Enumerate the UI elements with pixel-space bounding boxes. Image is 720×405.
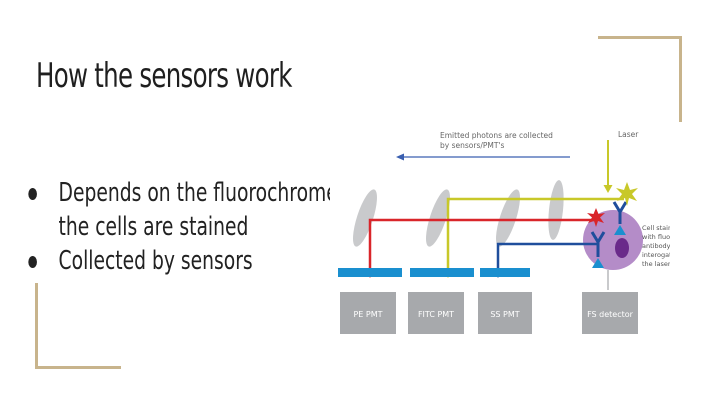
- bullet-item: Collected by sensors: [24, 244, 326, 278]
- pe-filter: [338, 268, 402, 277]
- ss-pmt-detector: [478, 292, 532, 334]
- antibody-icon: [612, 201, 628, 224]
- cell-label-line: with fluorescent: [642, 233, 670, 241]
- cell-label-line: Cell stained: [642, 224, 670, 232]
- decorative-corner-top-right: [598, 36, 682, 122]
- flow-cytometry-diagram: Emitted photons are collected by sensors…: [330, 120, 670, 345]
- pe-emission-path: [368, 218, 596, 271]
- fitc-pmt-label: FITC PMT: [418, 310, 454, 319]
- emitted-photons-label-2: by sensors/PMT's: [440, 141, 505, 150]
- cell-label-line: the laser.: [642, 260, 670, 268]
- ss-filter: [480, 268, 530, 277]
- ss-pmt-label: SS PMT: [490, 310, 519, 319]
- fitc-filter: [410, 268, 474, 277]
- bullet-line: the cells are stained: [58, 212, 249, 242]
- bullet-dot-icon: [28, 188, 37, 200]
- ss-scatter-path: [496, 242, 598, 271]
- lens: [548, 180, 564, 240]
- bullet-item: Depends on the fluorochrome the cells ar…: [24, 176, 338, 244]
- emission-star-red-icon: [587, 208, 605, 227]
- lens: [353, 189, 377, 247]
- laser-label: Laser: [618, 130, 639, 139]
- fs-detector-label: FS detector: [587, 310, 634, 319]
- pe-pmt-detector: [340, 292, 396, 334]
- bullet-line: Collected by sensors: [58, 246, 253, 276]
- cell-label-line: antibody are: [642, 242, 670, 250]
- bullet-line: Depends on the fluorochrome: [58, 178, 338, 208]
- cell-label-line: interogated by: [642, 251, 670, 259]
- decorative-corner-bottom-left: [35, 283, 121, 369]
- diagram-svg: Emitted photons are collected by sensors…: [338, 130, 670, 334]
- bullet-dot-icon: [28, 256, 37, 268]
- pe-pmt-label: PE PMT: [353, 310, 382, 319]
- laser-arrowhead-icon: [603, 185, 613, 193]
- emitted-arrowhead-icon: [396, 153, 404, 161]
- lens: [496, 189, 520, 247]
- antigen-icon: [592, 258, 604, 268]
- fs-detector: [582, 292, 638, 334]
- antigen-icon: [614, 225, 626, 235]
- cell-nucleus: [615, 238, 629, 258]
- fitc-emission-path: [446, 197, 624, 271]
- lens: [426, 189, 450, 247]
- emission-star-yellow-icon: [616, 182, 638, 206]
- slide-title: How the sensors work: [36, 56, 292, 96]
- emitted-photons-label: Emitted photons are collected: [440, 131, 553, 140]
- bullet-list: Depends on the fluorochrome the cells ar…: [24, 176, 338, 278]
- fitc-pmt-detector: [408, 292, 464, 334]
